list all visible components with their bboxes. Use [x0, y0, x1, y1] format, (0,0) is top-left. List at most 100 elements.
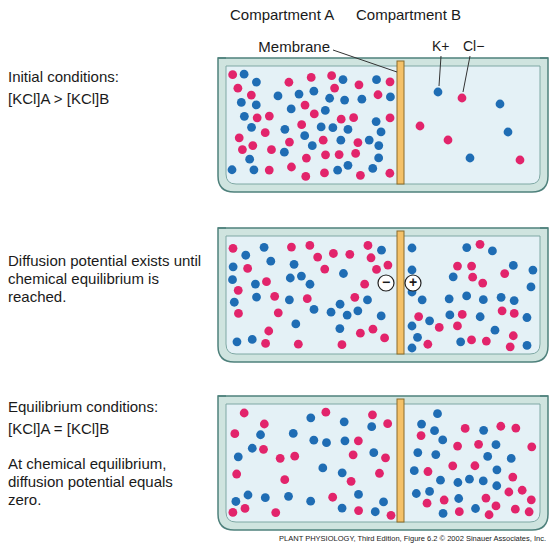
potassium-ion: [408, 266, 417, 275]
chloride-ion: [384, 261, 393, 270]
chloride-ion: [276, 454, 285, 463]
potassium-ion: [289, 429, 298, 438]
membrane: [397, 231, 404, 354]
chloride-ion: [444, 136, 453, 145]
potassium-ion: [430, 426, 439, 435]
chloride-ion: [453, 262, 462, 271]
potassium-ion: [286, 274, 295, 283]
potassium-ion: [290, 260, 299, 269]
chloride-ion: [510, 309, 519, 318]
beaker: [218, 228, 548, 362]
chloride-ion: [261, 339, 270, 348]
potassium-ion: [306, 413, 315, 422]
potassium-ion: [354, 490, 363, 499]
beaker-wall: [218, 396, 548, 530]
chloride-ion: [335, 150, 344, 159]
potassium-ion: [374, 154, 383, 163]
potassium-ion: [306, 280, 315, 289]
chloride-ion: [287, 163, 296, 172]
potassium-ion: [386, 92, 395, 101]
beaker-rim: [218, 57, 548, 59]
chloride-ion: [262, 277, 271, 286]
chloride-ion: [383, 419, 392, 428]
potassium-ion: [379, 498, 388, 507]
potassium-ion: [327, 308, 336, 317]
chloride-ion: [302, 154, 311, 163]
potassium-ion: [252, 101, 261, 110]
chloride-ion: [294, 340, 303, 349]
chloride-ion: [386, 77, 395, 86]
copyright-note: PLANT PHYSIOLOGY, Third Edition, Figure …: [279, 534, 546, 543]
chloride-ion: [474, 440, 483, 449]
chloride-ion: [500, 269, 509, 278]
ion-label: Cl−: [463, 38, 484, 55]
chloride-ion: [354, 436, 363, 445]
potassium-ion: [377, 311, 386, 320]
potassium-ion: [462, 292, 471, 301]
potassium-ion: [228, 275, 237, 284]
potassium-ion: [297, 272, 306, 281]
chloride-ion: [498, 306, 507, 315]
potassium-ion: [325, 94, 334, 103]
chloride-ion: [458, 94, 467, 103]
chloride-ion: [238, 145, 247, 154]
chloride-ion: [375, 469, 384, 478]
chloride-ion: [374, 90, 383, 99]
potassium-ion: [344, 125, 353, 134]
chloride-ion: [467, 336, 476, 345]
chloride-ion: [372, 265, 381, 274]
potassium-ion: [308, 141, 317, 150]
potassium-ion: [408, 322, 417, 331]
chloride-ion: [319, 136, 328, 145]
potassium-ion: [507, 454, 516, 463]
potassium-ion: [365, 136, 374, 145]
condition-label: Initial conditions:: [8, 68, 119, 86]
chloride-ion: [235, 133, 244, 142]
potassium-ion: [412, 489, 421, 498]
potassium-ion: [233, 337, 242, 346]
potassium-ion: [434, 88, 443, 97]
chloride-ion: [471, 461, 480, 470]
chloride-ion: [350, 293, 359, 302]
potassium-ion: [338, 504, 347, 513]
chloride-ion: [455, 507, 464, 516]
chloride-ion: [504, 488, 513, 497]
chloride-ion: [349, 450, 358, 459]
leader-line: [439, 56, 441, 86]
chloride-ion: [320, 265, 329, 274]
leader-line: [333, 50, 397, 72]
potassium-ion: [413, 333, 422, 342]
potassium-ion: [465, 475, 474, 484]
potassium-ion: [285, 295, 294, 304]
chloride-ion: [360, 280, 369, 289]
potassium-ion: [234, 452, 243, 461]
potassium-ion: [523, 341, 532, 350]
chloride-ion: [270, 292, 279, 301]
potassium-ion: [245, 155, 254, 164]
potassium-ion: [496, 100, 505, 109]
potassium-ion: [274, 91, 283, 100]
chloride-ion: [307, 73, 316, 82]
chloride-ion: [453, 322, 462, 331]
potassium-ion: [339, 75, 348, 84]
potassium-ion: [335, 324, 344, 333]
charge-sign: +: [404, 274, 422, 292]
chloride-ion: [228, 508, 237, 517]
potassium-ion: [284, 492, 293, 501]
chloride-ion: [305, 241, 314, 250]
chloride-ion: [516, 156, 525, 165]
chloride-ion: [482, 337, 491, 346]
potassium-ion: [300, 131, 309, 140]
potassium-ion: [417, 420, 426, 429]
potassium-ion: [228, 165, 237, 174]
compartment-label: Compartment B: [356, 6, 461, 24]
potassium-ion: [369, 448, 378, 457]
potassium-ion: [454, 494, 463, 503]
chloride-ion: [265, 166, 274, 175]
potassium-ion: [247, 123, 256, 132]
chloride-ion: [508, 473, 517, 482]
potassium-ion: [357, 95, 366, 104]
chloride-ion: [327, 71, 336, 80]
potassium-ion: [431, 450, 440, 459]
